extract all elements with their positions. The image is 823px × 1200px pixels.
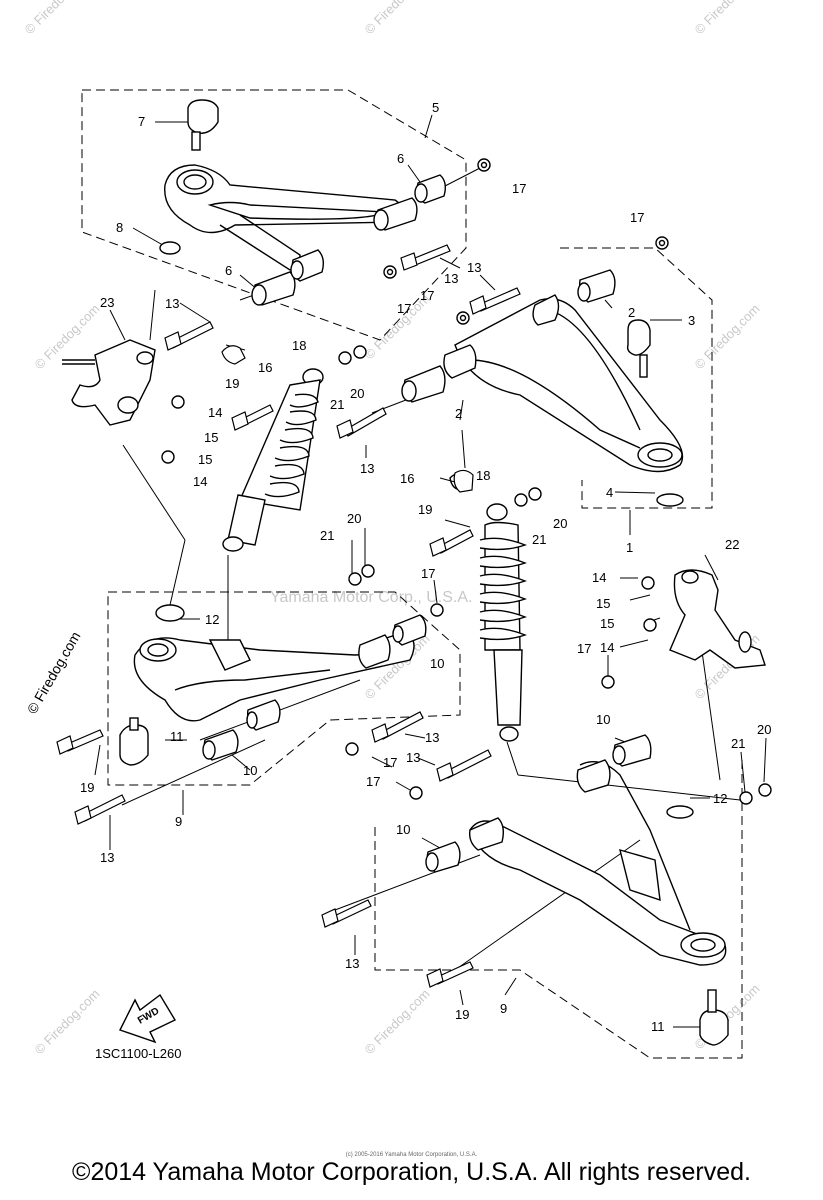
firedog-watermark: © Firedog.com xyxy=(32,986,103,1057)
label-17: 17 xyxy=(397,301,411,316)
tiny-copyright: (c) 2005-2016 Yamaha Motor Corporation, … xyxy=(345,1152,478,1158)
label-19: 19 xyxy=(418,502,432,517)
label-17: 17 xyxy=(577,641,591,656)
label-20: 20 xyxy=(350,386,364,401)
label-13: 13 xyxy=(444,271,458,286)
label-9: 9 xyxy=(500,1001,507,1016)
label-8: 8 xyxy=(116,220,123,235)
label-20: 20 xyxy=(347,511,361,526)
label-21: 21 xyxy=(731,736,745,751)
label-17: 17 xyxy=(421,566,435,581)
label-16: 16 xyxy=(258,360,272,375)
label-17: 17 xyxy=(383,755,397,770)
bushings-upper-left xyxy=(159,158,491,306)
label-10: 10 xyxy=(430,656,444,671)
label-22: 22 xyxy=(725,537,739,552)
part-number-labels: 7 5 6 17 8 6 17 13 13 23 13 17 17 2 3 18… xyxy=(80,100,771,1034)
label-23: 23 xyxy=(100,295,114,310)
firedog-watermark: © Firedog.com xyxy=(692,0,763,37)
label-3: 3 xyxy=(688,313,695,328)
firedog-watermark: © Firedog.com xyxy=(362,0,433,37)
label-11: 11 xyxy=(170,729,184,744)
label-9: 9 xyxy=(175,814,182,829)
label-7: 7 xyxy=(138,114,145,129)
label-21: 21 xyxy=(320,528,334,543)
label-15: 15 xyxy=(596,596,610,611)
firedog-watermark: © Firedog.com xyxy=(692,301,763,372)
label-17: 17 xyxy=(420,288,434,303)
assembly-boundaries xyxy=(81,89,743,1059)
label-18: 18 xyxy=(292,338,306,353)
firedog-logo-text: © Firedog.com xyxy=(24,629,84,717)
knuckle-right xyxy=(641,569,766,669)
label-19: 19 xyxy=(455,1007,469,1022)
label-14: 14 xyxy=(600,640,614,655)
label-1: 1 xyxy=(626,540,633,555)
label-2: 2 xyxy=(628,305,635,320)
label-13: 13 xyxy=(406,750,420,765)
bolts xyxy=(56,244,521,988)
label-21: 21 xyxy=(330,397,344,412)
label-4: 4 xyxy=(606,485,613,500)
label-15: 15 xyxy=(204,430,218,445)
ball-joint-top xyxy=(187,99,219,151)
label-10: 10 xyxy=(396,822,410,837)
label-13: 13 xyxy=(100,850,114,865)
label-10: 10 xyxy=(243,763,257,778)
label-19: 19 xyxy=(225,376,239,391)
label-20: 20 xyxy=(553,516,567,531)
label-14: 14 xyxy=(592,570,606,585)
label-14: 14 xyxy=(208,405,222,420)
knuckle-left xyxy=(62,339,185,464)
label-18: 18 xyxy=(476,468,490,483)
label-16: 16 xyxy=(400,471,414,486)
label-2: 2 xyxy=(455,406,462,421)
diagram-code: 1SC1100-L260 xyxy=(95,1046,182,1061)
label-13: 13 xyxy=(467,260,481,275)
label-15: 15 xyxy=(198,452,212,467)
label-19: 19 xyxy=(80,780,94,795)
label-10: 10 xyxy=(596,712,610,727)
watermarks: © Firedog.com © Firedog.com © Firedog.co… xyxy=(22,0,763,1057)
copyright-footer: ©2014 Yamaha Motor Corporation, U.S.A. A… xyxy=(72,1158,751,1186)
label-15: 15 xyxy=(600,616,614,631)
label-13: 13 xyxy=(425,730,439,745)
label-14: 14 xyxy=(193,474,207,489)
upper-arm-right xyxy=(401,236,684,507)
fwd-arrow-icon: FWD xyxy=(119,993,176,1044)
label-17: 17 xyxy=(366,774,380,789)
label-12: 12 xyxy=(713,791,727,806)
firedog-watermark: © Firedog.com xyxy=(362,986,433,1057)
label-21: 21 xyxy=(532,532,546,547)
firedog-watermark: © Firedog.com xyxy=(32,301,103,372)
label-17: 17 xyxy=(512,181,526,196)
lower-arm-left xyxy=(119,603,444,766)
label-13: 13 xyxy=(360,461,374,476)
shock-absorber-left xyxy=(222,345,375,586)
lower-arm-right xyxy=(409,675,772,1046)
upper-arm-left xyxy=(164,164,405,271)
label-20: 20 xyxy=(757,722,771,737)
label-13: 13 xyxy=(345,956,359,971)
yamaha-watermark: Yamaha Motor Corp., U.S.A. xyxy=(270,589,472,606)
label-6: 6 xyxy=(225,263,232,278)
label-13: 13 xyxy=(165,296,179,311)
firedog-watermark: © Firedog.com xyxy=(22,0,93,37)
label-6: 6 xyxy=(397,151,404,166)
label-12: 12 xyxy=(205,612,219,627)
shock-absorber-right xyxy=(449,472,542,742)
label-11: 11 xyxy=(651,1019,665,1034)
label-17: 17 xyxy=(630,210,644,225)
label-5: 5 xyxy=(432,100,439,115)
